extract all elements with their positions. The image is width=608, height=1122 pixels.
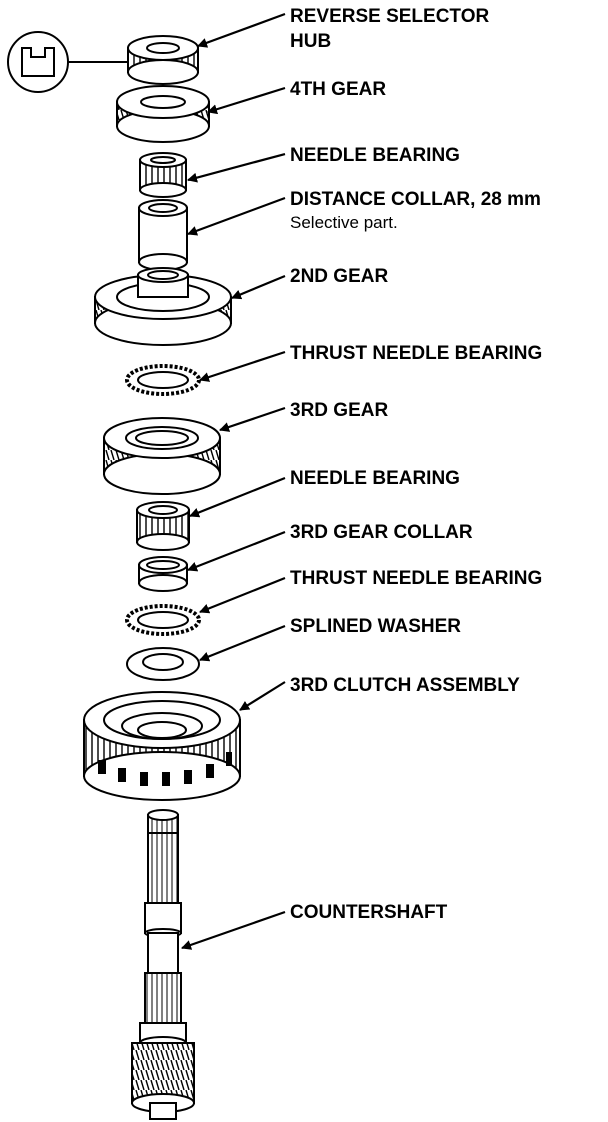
label-distance-collar: DISTANCE COLLAR, 28 mm [290, 189, 541, 210]
leader-reverse-selector-hub [197, 12, 286, 48]
label-reverse-selector-hub-line2: HUB [290, 31, 331, 52]
fourth-gear-part [116, 85, 210, 143]
leader-second-gear [231, 274, 286, 300]
label-fourth-gear: 4TH GEAR [290, 79, 386, 100]
leader-third-clutch-assembly [239, 681, 286, 711]
label-third-clutch-assembly: 3RD CLUTCH ASSEMBLY [290, 675, 520, 696]
label-countershaft: COUNTERSHAFT [290, 902, 448, 923]
second-gear-part [94, 267, 232, 346]
leader-needle-bearing-lower [189, 476, 286, 518]
label-thrust-needle-bearing-upper: THRUST NEEDLE BEARING [290, 343, 542, 364]
label-third-gear-collar: 3RD GEAR COLLAR [290, 522, 473, 543]
third-gear-part [103, 417, 221, 495]
splined-washer-part [126, 647, 200, 681]
countershaft-part [131, 809, 195, 1120]
label-splined-washer: SPLINED WASHER [290, 616, 461, 637]
leader-thrust-needle-bearing-upper [199, 350, 286, 382]
leader-distance-collar [187, 196, 286, 236]
label-second-gear: 2ND GEAR [290, 266, 388, 287]
groove-mark-icon [7, 31, 128, 93]
label-thrust-needle-bearing-lower: THRUST NEEDLE BEARING [290, 568, 542, 589]
thrust-needle-bearing-lower-part [125, 604, 201, 636]
leader-thrust-needle-bearing-lower [199, 576, 286, 614]
third-gear-collar-part [138, 556, 188, 592]
label-needle-bearing-lower: NEEDLE BEARING [290, 468, 460, 489]
label-distance-collar-note: Selective part. [290, 213, 398, 232]
leader-splined-washer [199, 624, 286, 662]
label-third-gear: 3RD GEAR [290, 400, 388, 421]
thrust-needle-bearing-upper-part [125, 364, 201, 396]
label-needle-bearing-upper: NEEDLE BEARING [290, 145, 460, 166]
leader-countershaft [181, 910, 286, 950]
distance-collar-part [138, 199, 188, 271]
leader-needle-bearing-upper [187, 152, 286, 183]
leader-fourth-gear [207, 86, 286, 115]
third-clutch-assembly-part [83, 691, 241, 801]
reverse-selector-hub-part [127, 35, 199, 85]
leader-third-gear [219, 406, 286, 432]
leader-third-gear-collar [187, 530, 286, 572]
needle-bearing-upper-part [139, 152, 187, 198]
needle-bearing-lower-part [136, 501, 190, 551]
label-reverse-selector-hub-line1: REVERSE SELECTOR [290, 6, 489, 27]
